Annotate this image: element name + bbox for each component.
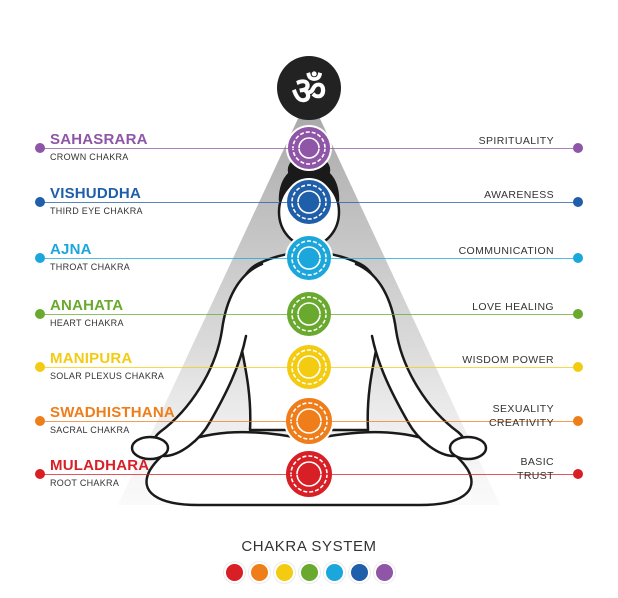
left-marker-dot <box>35 309 45 319</box>
chakra-subtitle: HEART CHAKRA <box>50 318 124 328</box>
connector-line <box>44 421 576 422</box>
chakra-subtitle: SOLAR PLEXUS CHAKRA <box>50 371 165 381</box>
chakra-subtitle: ROOT CHAKRA <box>50 478 120 488</box>
chakra-row-muladhara: MULADHARA ROOT CHAKRA BASIC TRUST <box>0 454 618 494</box>
right-marker-dot <box>573 253 583 263</box>
legend-chakra-icon <box>348 562 370 583</box>
chakra-subtitle: CROWN CHAKRA <box>50 152 129 162</box>
legend-chakra-icon <box>323 562 345 583</box>
left-marker-dot <box>35 143 45 153</box>
chakra-name: VISHUDDHA <box>50 185 141 202</box>
legend-chakra-icon <box>223 562 245 583</box>
connector-line <box>44 258 576 259</box>
left-marker-dot <box>35 362 45 372</box>
chakra-name: ANAHATA <box>50 297 124 314</box>
chakra-meaning: AWARENESS <box>484 189 554 201</box>
legend-chakra-icon <box>273 562 295 583</box>
connector-line <box>44 202 576 203</box>
connector-line <box>44 314 576 315</box>
om-symbol: ॐ <box>277 56 341 120</box>
chakra-subtitle: THROAT CHAKRA <box>50 262 131 272</box>
chakra-row-manipura: MANIPURA SOLAR PLEXUS CHAKRA WISDOM POWER <box>0 347 618 387</box>
diagram-title: CHAKRA SYSTEM <box>241 538 377 555</box>
chakra-meaning: BASIC TRUST <box>517 455 554 483</box>
chakra-meaning: LOVE HEALING <box>472 301 554 313</box>
svg-text:ॐ: ॐ <box>292 69 327 113</box>
meaning-line-2: CREATIVITY <box>488 417 554 429</box>
legend-chakra-icon <box>248 562 270 583</box>
chakra-row-sahasrara: SAHASRARA CROWN CHAKRA SPIRITUALITY <box>0 128 618 168</box>
meaning-line-1: BASIC <box>520 456 554 468</box>
chakra-meaning: SEXUALITY CREATIVITY <box>489 402 554 430</box>
chakra-meaning: COMMUNICATION <box>458 245 554 257</box>
chakra-meaning: WISDOM POWER <box>462 354 554 366</box>
right-marker-dot <box>573 469 583 479</box>
chakra-meaning: SPIRITUALITY <box>478 135 554 147</box>
chakra-subtitle: SACRAL CHAKRA <box>50 425 130 435</box>
right-marker-dot <box>573 416 583 426</box>
left-marker-dot <box>35 416 45 426</box>
right-marker-dot <box>573 143 583 153</box>
right-marker-dot <box>573 197 583 207</box>
chakra-name: SAHASRARA <box>50 131 148 148</box>
chakra-name: AJNA <box>50 241 92 258</box>
chakra-row-anahata: ANAHATA HEART CHAKRA LOVE HEALING <box>0 294 618 334</box>
chakra-name: MULADHARA <box>50 457 150 474</box>
chakra-name: MANIPURA <box>50 350 133 367</box>
connector-line <box>44 474 576 475</box>
meaning-line-2: TRUST <box>517 470 554 482</box>
left-marker-dot <box>35 197 45 207</box>
right-marker-dot <box>573 362 583 372</box>
chakra-row-vishuddha: VISHUDDHA THIRD EYE CHAKRA AWARENESS <box>0 182 618 222</box>
right-marker-dot <box>573 309 583 319</box>
meaning-line-1: SEXUALITY <box>492 403 554 415</box>
chakra-subtitle: THIRD EYE CHAKRA <box>50 206 143 216</box>
legend-color-row <box>0 562 618 588</box>
left-marker-dot <box>35 253 45 263</box>
connector-line <box>44 148 576 149</box>
chakra-row-swadhisthana: SWADHISTHANA SACRAL CHAKRA SEXUALITY CREATI… <box>0 401 618 441</box>
left-marker-dot <box>35 469 45 479</box>
legend-chakra-icon <box>373 562 395 583</box>
connector-line <box>44 367 576 368</box>
legend-chakra-icon <box>298 562 320 583</box>
chakra-row-ajna: AJNA THROAT CHAKRA COMMUNICATION <box>0 238 618 278</box>
chakra-name: SWADHISTHANA <box>50 404 175 421</box>
